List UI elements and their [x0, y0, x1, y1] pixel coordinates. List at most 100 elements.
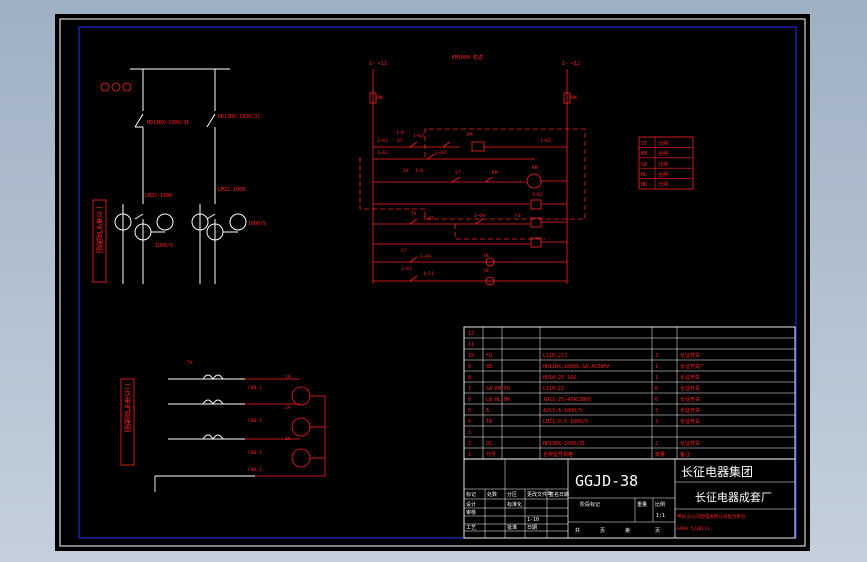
- bom-cell: 长征开关: [680, 418, 700, 425]
- ctrl-label: KM: [467, 132, 473, 138]
- ctrl-label: HL: [484, 268, 490, 274]
- approval-label: 审核: [466, 509, 476, 516]
- ctrl-label: 1~6: [396, 130, 404, 136]
- bom-cell: 1: [655, 364, 658, 370]
- primary-title: 一次电气原理图: [96, 204, 104, 254]
- meter-label: 1A: [285, 374, 291, 380]
- meter-label: 2A: [285, 405, 291, 411]
- bom-cell: 9: [468, 364, 471, 370]
- top-ref: KM1000 稳态: [452, 54, 483, 61]
- fuse-left-label: 28K: [375, 95, 383, 101]
- legend-desc: 合闸: [658, 171, 668, 178]
- switch1-label: HD13BX~1000/31: [147, 120, 189, 126]
- ctrl-label: 1~69: [474, 213, 485, 219]
- legend-code: HR: [641, 182, 648, 188]
- bus-right-label: 1~ <12: [562, 61, 580, 67]
- drawing-number: GGJD-38: [575, 472, 638, 490]
- ctrl-label: 1~63: [377, 138, 388, 144]
- approval-label: 日期: [527, 525, 537, 531]
- bom-cell: 长征开关: [680, 440, 700, 447]
- bom-cell: 长征开关: [680, 374, 700, 381]
- sheet-info: 页: [655, 528, 660, 534]
- bom-cell: 备注: [680, 451, 690, 458]
- title-block: GGJD-38 长征电器集团 长征电器成套厂 甲BL分公司配电屏柜公司电力单位 …: [463, 458, 796, 539]
- ctrl-label: ST: [397, 138, 403, 144]
- ctrl-label: 1~69: [435, 150, 446, 156]
- ctrl-label: ST: [401, 248, 407, 254]
- bom-cell: 5: [468, 408, 471, 414]
- bom-cell: 长征开关: [680, 385, 700, 392]
- factory-name: 长征电器成套厂: [695, 491, 772, 504]
- scale-label: 比例: [655, 501, 665, 508]
- legend-code: KM: [641, 151, 647, 157]
- scale-value: 1:1: [656, 513, 665, 519]
- legend-desc: 合闸: [658, 150, 668, 157]
- ctrl-label: 1~63: [540, 138, 551, 144]
- bom-cell: 42C3-A 1000/5: [543, 408, 582, 414]
- bom-cell: 1: [655, 375, 658, 381]
- ctrl-label: 1~65: [532, 192, 543, 198]
- ctrl-label: HL: [484, 253, 490, 259]
- bom-cell: 2: [655, 441, 658, 447]
- bom-cell: 4: [468, 419, 471, 425]
- doc-number: GP08 5230111: [677, 526, 710, 532]
- ct-label: TA: [187, 360, 193, 366]
- ctrl-label: SA: [403, 168, 409, 174]
- ratio: CH0-1: [248, 467, 262, 473]
- legend-code: ST: [641, 141, 647, 147]
- control-labels: 28K 28K 1~6 1~63 ST 1~63 KM 1~63 1~63 1~…: [375, 95, 577, 277]
- bom-cell: 8: [468, 375, 471, 381]
- bom-cell: 代号: [486, 451, 496, 458]
- control-dashed: [359, 128, 586, 240]
- ctrl-label: FU: [515, 213, 521, 219]
- bom-cell: HD11BX,100X6,SA,AC380V: [543, 364, 609, 370]
- approval-label: 标准化: [507, 501, 522, 508]
- ctrl-label: 1~67: [423, 216, 434, 222]
- secondary-meters: [245, 378, 326, 477]
- rev-header: 分区: [507, 491, 517, 498]
- ctrl-label: 1~63: [377, 150, 388, 156]
- sheet-info: 共: [575, 527, 580, 534]
- bom-cell: HD13BX-1000/31: [543, 441, 585, 447]
- primary-labels: HD13BX~1000/31 HD13BX~1000/31 LMZ2-1000 …: [145, 114, 266, 249]
- bom-cell: 3: [655, 353, 658, 359]
- bom-cell: 数量: [655, 451, 665, 458]
- bom-cell: TA: [486, 419, 492, 425]
- subtitle: 甲BL分公司配电屏柜公司电力单位: [677, 513, 746, 520]
- weight-label: 重量: [637, 501, 647, 508]
- secondary-title-box: [120, 378, 135, 466]
- ratio: CH0-1: [248, 385, 262, 391]
- legend-desc: 分闸: [658, 181, 668, 188]
- company-name: 长征电器集团: [681, 464, 753, 479]
- approval-label: 设计: [466, 501, 476, 508]
- sheet-info: 第: [625, 527, 630, 534]
- ct-label-1: LMZ2-1000: [145, 193, 172, 199]
- legend-code: SA: [641, 162, 647, 168]
- secondary-title: 二次电气原理图: [124, 383, 132, 433]
- rev-header: 处数: [487, 491, 497, 498]
- bom-cell: 7: [468, 386, 471, 392]
- sheet-info: 页: [600, 528, 605, 534]
- bom-cell: 6: [468, 397, 471, 403]
- ctrl-label: 1~69: [420, 254, 431, 260]
- ct-label-2: LMZ2-1000: [218, 187, 245, 193]
- bom-cell: XD11-25/40AC380V: [543, 397, 591, 403]
- legend-code: HL: [641, 172, 647, 178]
- control-circuit: [369, 69, 571, 286]
- bom-cell: LS10-22: [543, 386, 564, 392]
- bom-cell: 长征开关: [680, 407, 700, 414]
- ratio-label: 1000/5: [155, 243, 173, 249]
- bom-cell: 长征开关: [680, 396, 700, 403]
- bom-cell: 名称型号规格: [543, 451, 573, 458]
- primary-title-box: [92, 199, 107, 283]
- primary-bus: [114, 68, 247, 284]
- bom-cell: FU: [486, 353, 492, 359]
- outer-frame: [59, 18, 806, 547]
- rev-header: 签名: [549, 491, 559, 498]
- secondary-labels: TA 1A 2A 3A CH0-1 CH0-1 CH0-1 CH0-1: [187, 360, 291, 473]
- ctrl-label: 1~63: [413, 133, 424, 139]
- side-ratio-label: 1000/5: [248, 221, 266, 227]
- bom-cell: HD14-25 16X: [543, 375, 576, 381]
- bom-cell: 10: [468, 353, 474, 359]
